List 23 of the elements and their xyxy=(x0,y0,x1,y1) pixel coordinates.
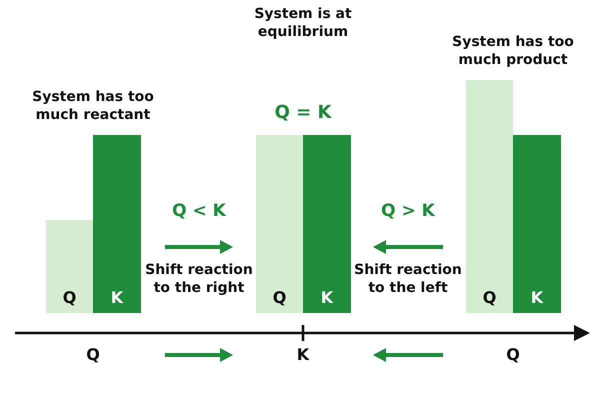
heading: System has too much reactant xyxy=(31,89,155,124)
bar-label: K xyxy=(530,288,544,307)
shift-description: Shift reaction to the right xyxy=(144,262,254,297)
quotient-bar xyxy=(466,80,513,313)
axis-label: Q xyxy=(85,345,101,365)
bar-label: K xyxy=(110,288,124,307)
shift-description: Shift reaction to the left xyxy=(353,262,463,297)
heading: System has too much product xyxy=(451,34,575,69)
bar-label: K xyxy=(320,288,334,307)
inequality-label: Q > K xyxy=(380,201,436,222)
constant-bar xyxy=(93,135,141,313)
quotient-bar xyxy=(256,135,303,313)
equation-label: Q = K xyxy=(274,102,333,124)
quotient-bar xyxy=(46,220,93,313)
axis-label: K xyxy=(296,345,310,365)
axis-label: Q xyxy=(505,345,521,365)
heading: System is at equilibrium xyxy=(253,6,353,41)
bar-label: Q xyxy=(62,288,78,307)
inequality-label: Q < K xyxy=(171,201,228,222)
constant-bar xyxy=(303,135,351,313)
constant-bar xyxy=(513,135,561,313)
bar-label: Q xyxy=(482,288,498,307)
bar-label: Q xyxy=(272,288,288,307)
